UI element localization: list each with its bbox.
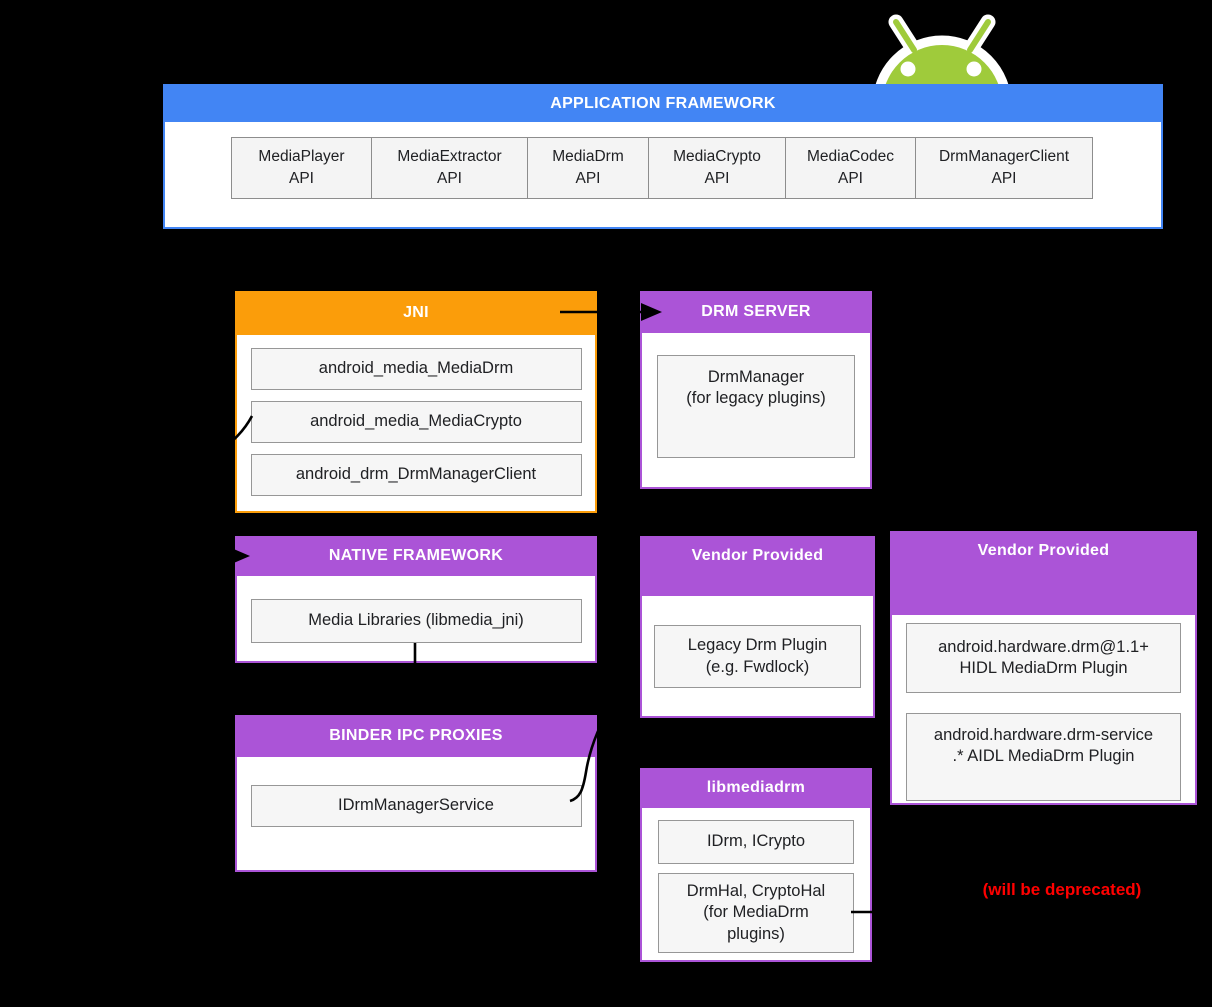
application-framework-header: APPLICATION FRAMEWORK: [165, 86, 1161, 122]
vendor-provided-right-header: Vendor Provided: [890, 531, 1197, 615]
drmhal-cryptohal-box: DrmHal, CryptoHal (for MediaDrm plugins): [658, 873, 854, 953]
drm-server-panel: DRM SERVER DrmManager (for legacy plugin…: [640, 291, 872, 489]
application-framework-panel: APPLICATION FRAMEWORK MediaPlayer API Me…: [163, 84, 1163, 229]
jni-panel: JNI android_media_MediaDrm android_media…: [235, 291, 597, 513]
mediaplayer-api-box: MediaPlayer API: [231, 137, 372, 199]
android-eye-right: [966, 61, 982, 77]
libmediadrm-header: libmediadrm: [640, 768, 872, 808]
vendor-provided-mid-panel: Vendor Provided Legacy Drm Plugin (e.g. …: [640, 536, 875, 718]
android-drm-drmmanagerclient-box: android_drm_DrmManagerClient: [250, 454, 582, 496]
binder-ipc-proxies-panel: BINDER IPC PROXIES IDrmManagerService: [235, 715, 597, 872]
mediacrypto-api-box: MediaCrypto API: [648, 137, 786, 199]
android-media-mediadrm-box: android_media_MediaDrm: [250, 348, 582, 390]
api-row: MediaPlayer API MediaExtractor API Media…: [231, 137, 1093, 199]
native-framework-panel: NATIVE FRAMEWORK Media Libraries (libmed…: [235, 536, 597, 663]
libmediadrm-panel: libmediadrm IDrm, ICrypto DrmHal, Crypto…: [640, 768, 872, 962]
deprecated-note: (will be deprecated): [982, 880, 1142, 899]
mediaextractor-api-box: MediaExtractor API: [371, 137, 528, 199]
idrmmanagerservice-box: IDrmManagerService: [250, 785, 582, 827]
android-eye-left: [900, 61, 916, 77]
drm-server-header: DRM SERVER: [640, 291, 872, 333]
aidl-mediadrm-plugin-box: android.hardware.drm-service .* AIDL Med…: [906, 713, 1181, 801]
jni-header: JNI: [235, 291, 597, 335]
media-libraries-box: Media Libraries (libmedia_jni): [250, 599, 582, 643]
mediadrm-api-box: MediaDrm API: [527, 137, 649, 199]
binder-ipc-proxies-header: BINDER IPC PROXIES: [235, 715, 597, 757]
native-framework-header: NATIVE FRAMEWORK: [235, 536, 597, 576]
legacy-drm-plugin-box: Legacy Drm Plugin (e.g. Fwdlock): [654, 625, 861, 688]
vendor-provided-right-panel: Vendor Provided android.hardware.drm@1.1…: [890, 531, 1197, 805]
android-logo-icon: [875, 14, 1009, 86]
vendor-provided-mid-header: Vendor Provided: [640, 536, 875, 596]
hidl-mediadrm-plugin-box: android.hardware.drm@1.1+ HIDL MediaDrm …: [906, 623, 1181, 693]
mediacodec-api-box: MediaCodec API: [785, 137, 916, 199]
drmmanager-box: DrmManager (for legacy plugins): [657, 355, 855, 458]
android-media-mediacrypto-box: android_media_MediaCrypto: [250, 401, 582, 443]
idrm-icrypto-box: IDrm, ICrypto: [658, 820, 854, 864]
drmmanagerclient-api-box: DrmManagerClient API: [915, 137, 1093, 199]
